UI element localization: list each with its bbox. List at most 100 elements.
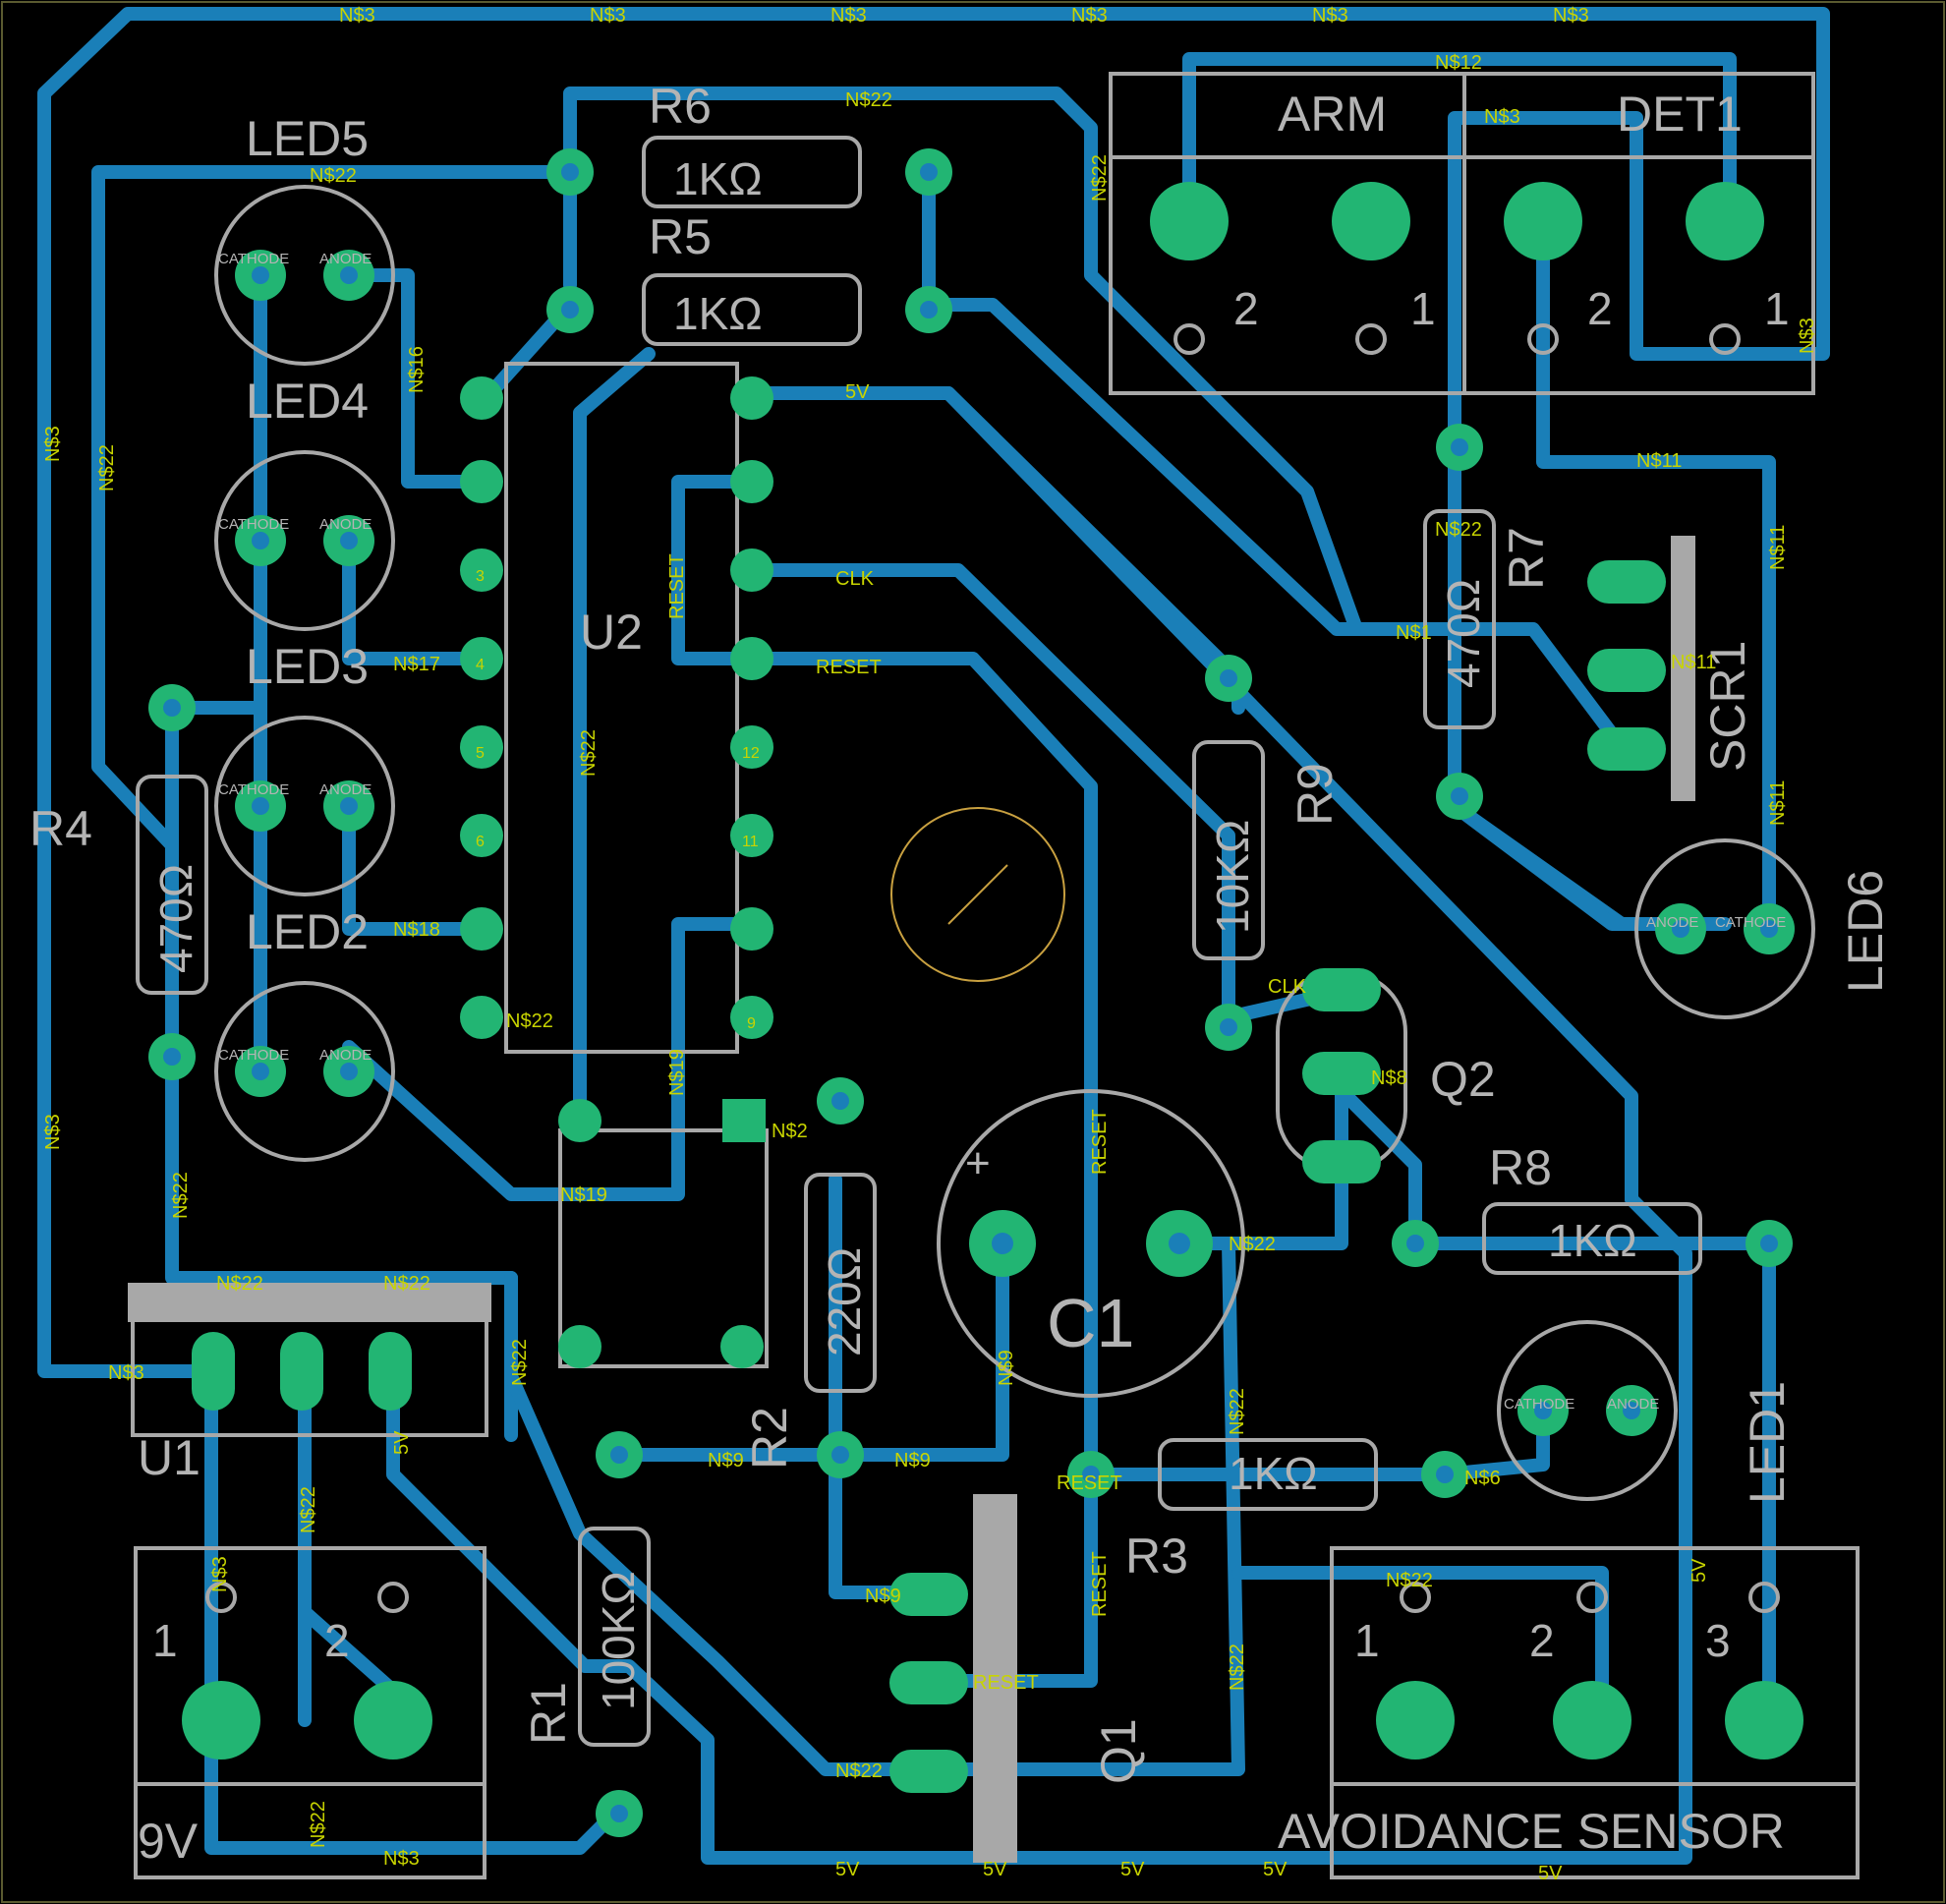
sensor-pin-2: 2: [1529, 1615, 1555, 1666]
pads: [148, 148, 1803, 1837]
net-label: RESET: [1089, 1109, 1111, 1175]
net-label: N$22: [578, 729, 600, 777]
label-avoidance: AVOIDANCE SENSOR: [1278, 1804, 1785, 1859]
led5-anode: ANODE: [319, 251, 372, 267]
led2-cathode: CATHODE: [218, 1047, 289, 1064]
net-label: N$11: [1767, 780, 1789, 826]
net-label: RESET: [666, 553, 688, 619]
label-q2: Q2: [1430, 1052, 1496, 1107]
net-label: N$22: [835, 1760, 883, 1782]
u2-pin-4: 4: [476, 657, 485, 673]
net-label: N$22: [1435, 519, 1482, 541]
label-led2: LED2: [246, 904, 369, 959]
led1-anode: ANODE: [1607, 1396, 1659, 1413]
net-label: CLK: [835, 568, 875, 590]
net-label: N$3: [383, 1848, 420, 1870]
det1-pin-2: 2: [1587, 283, 1613, 334]
led3-anode: ANODE: [319, 781, 372, 798]
net-label: N$11: [1636, 450, 1682, 472]
sensor-pin-1: 1: [1354, 1615, 1380, 1666]
led2-anode: ANODE: [319, 1047, 372, 1064]
arm-pin-2: 2: [1233, 283, 1259, 334]
value-r7: 470Ω: [1438, 579, 1489, 688]
label-r6: R6: [649, 79, 712, 134]
value-r4: 470Ω: [150, 864, 201, 973]
net-label: N$3: [1484, 106, 1520, 128]
label-led6: LED6: [1838, 870, 1893, 993]
9v-pin-1: 1: [152, 1615, 178, 1666]
arm-pin-1: 1: [1410, 283, 1436, 334]
net-label: N$9: [865, 1586, 901, 1607]
label-r5: R5: [649, 209, 712, 264]
net-label: N$9: [996, 1350, 1017, 1386]
net-label: 5V: [1538, 1863, 1563, 1884]
net-label: N$1: [1396, 622, 1432, 644]
9v-pin-2: 2: [324, 1615, 350, 1666]
pin-labels: CATHODE ANODE CATHODE ANODE CATHODE ANOD…: [152, 251, 1790, 1666]
net-labels: N$3 N$3 N$3 N$3 N$3 N$3 N$12 N$22 N$3 N$…: [42, 5, 1818, 1884]
net-label: N$2: [772, 1121, 808, 1142]
net-label: N$22: [383, 1273, 430, 1295]
value-r8: 1KΩ: [1548, 1215, 1637, 1266]
sensor-pin-3: 3: [1705, 1615, 1731, 1666]
led3-cathode: CATHODE: [218, 781, 289, 798]
net-label: N$19: [666, 1049, 688, 1096]
u2-pin-3: 3: [476, 568, 485, 585]
component-labels: LED5 LED4 LED3 LED2 R6 R5 R4 U2 U1 ARM D…: [29, 79, 1893, 1869]
net-label: N$6: [1464, 1468, 1501, 1489]
net-label: N$9: [708, 1450, 744, 1471]
label-u1: U1: [138, 1430, 200, 1485]
label-r3: R3: [1125, 1529, 1188, 1584]
net-label: N$22: [1227, 1388, 1248, 1435]
label-led5: LED5: [246, 111, 369, 166]
u2-pin-9: 9: [747, 1015, 756, 1032]
label-led1: LED1: [1740, 1381, 1795, 1504]
net-label: N$3: [42, 426, 64, 462]
net-label: N$3: [209, 1556, 231, 1592]
u2-pin-6: 6: [476, 834, 485, 850]
net-label: 5V: [1120, 1859, 1145, 1880]
net-label: N$22: [96, 444, 118, 491]
net-label: N$22: [1229, 1234, 1276, 1255]
net-label: N$22: [1089, 154, 1111, 202]
net-label: 5V: [835, 1859, 860, 1880]
net-label: N$22: [310, 165, 357, 187]
net-label: N$3: [1553, 5, 1589, 27]
net-label: 5V: [391, 1430, 413, 1455]
net-label: N$18: [393, 919, 440, 941]
net-label: 5V: [983, 1859, 1007, 1880]
net-label: N$3: [1797, 317, 1818, 354]
label-det1: DET1: [1617, 87, 1743, 142]
net-label: N$12: [1435, 52, 1482, 74]
value-r1: 100KΩ: [593, 1571, 644, 1710]
value-r9: 10KΩ: [1207, 820, 1258, 934]
net-label: RESET: [973, 1672, 1039, 1694]
u2-pin-numbers: 3 4 5 6 9 11 12: [476, 568, 760, 1032]
label-r4: R4: [29, 801, 92, 856]
net-label: N$22: [216, 1273, 263, 1295]
label-r8: R8: [1489, 1140, 1552, 1195]
net-label: N$3: [590, 5, 626, 27]
value-r3: 1KΩ: [1229, 1448, 1318, 1499]
net-label: 5V: [845, 381, 870, 403]
label-u2: U2: [580, 605, 643, 660]
net-label: N$22: [509, 1339, 531, 1386]
net-label: N$22: [1227, 1644, 1248, 1691]
u2-pin-5: 5: [476, 745, 485, 762]
label-r7: R7: [1499, 527, 1554, 590]
net-label: N$8: [1371, 1067, 1407, 1089]
net-label: 5V: [1263, 1859, 1288, 1880]
value-labels: 1KΩ 1KΩ 1KΩ 1KΩ 470Ω 470Ω 10KΩ 220Ω 100K…: [150, 153, 1637, 1710]
led5-cathode: CATHODE: [218, 251, 289, 267]
net-label: N$22: [506, 1010, 553, 1032]
net-label: N$22: [308, 1801, 329, 1848]
led6-anode: ANODE: [1646, 914, 1698, 931]
led4-anode: ANODE: [319, 516, 372, 533]
net-label: N$3: [1071, 5, 1108, 27]
net-label: N$22: [845, 89, 892, 111]
value-r6: 1KΩ: [673, 153, 763, 204]
label-led3: LED3: [246, 639, 369, 694]
net-label: RESET: [816, 657, 882, 678]
net-label: N$3: [108, 1362, 144, 1384]
